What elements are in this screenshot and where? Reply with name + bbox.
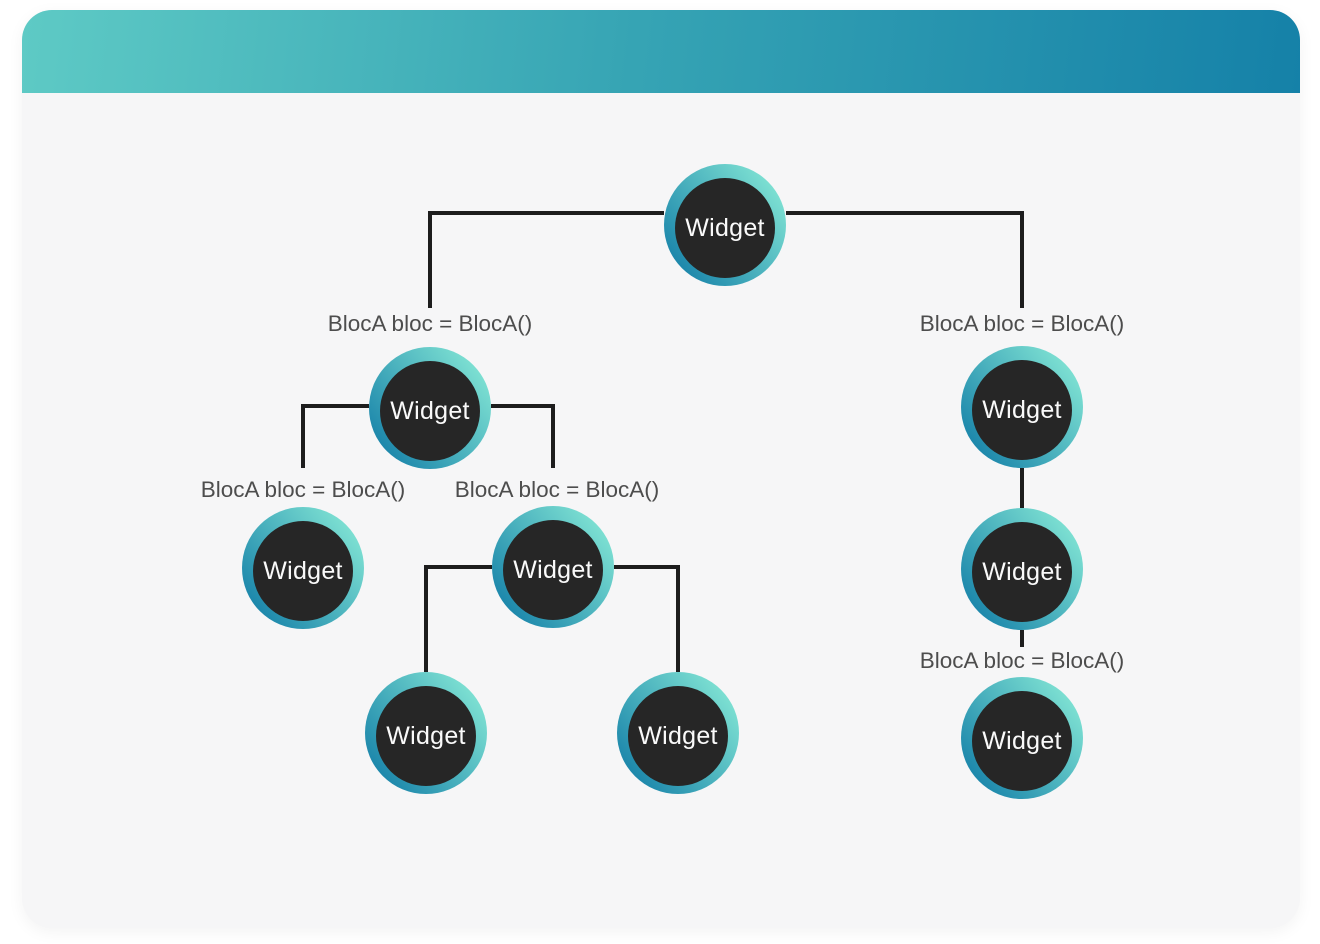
widget-node-label: Widget	[390, 396, 470, 425]
widget-node-right-child: Widget	[961, 508, 1083, 630]
widget-node-left-right-child2: Widget	[617, 672, 739, 794]
connector-left-to-leftright	[491, 404, 555, 468]
widget-node-label: Widget	[982, 726, 1062, 755]
widget-node-circle: Widget	[972, 522, 1072, 622]
widget-node-label: Widget	[513, 555, 593, 584]
widget-node-left-right: Widget	[492, 506, 614, 628]
connector-rightchild-to-grandchild	[1020, 630, 1024, 647]
widget-node-label: Widget	[982, 395, 1062, 424]
widget-node-circle: Widget	[628, 686, 728, 786]
connector-left-to-leftleft	[301, 404, 369, 468]
widget-node-root: Widget	[664, 164, 786, 286]
widget-node-right-grandchild: Widget	[961, 677, 1083, 799]
connector-leftright-to-child2	[614, 565, 680, 672]
widget-node-label: Widget	[386, 721, 466, 750]
widget-node-right: Widget	[961, 346, 1083, 468]
widget-node-label: Widget	[982, 557, 1062, 586]
widget-tree-diagram: BlocA bloc = BlocA() BlocA bloc = BlocA(…	[22, 10, 1300, 928]
widget-node-label: Widget	[263, 556, 343, 585]
widget-node-label: Widget	[685, 213, 765, 242]
bloc-provider-label: BlocA bloc = BlocA()	[327, 311, 533, 336]
widget-node-left-left: Widget	[242, 507, 364, 629]
bloc-provider-label: BlocA bloc = BlocA()	[454, 477, 660, 502]
widget-node-left-right-child1: Widget	[365, 672, 487, 794]
widget-node-circle: Widget	[503, 520, 603, 620]
bloc-provider-label: BlocA bloc = BlocA()	[919, 311, 1125, 336]
connector-root-to-left	[428, 211, 664, 308]
widget-node-circle: Widget	[380, 361, 480, 461]
connector-leftright-to-child1	[424, 565, 492, 672]
widget-node-label: Widget	[638, 721, 718, 750]
bloc-provider-label: BlocA bloc = BlocA()	[200, 477, 406, 502]
app-window: BlocA bloc = BlocA() BlocA bloc = BlocA(…	[22, 10, 1300, 928]
widget-node-left: Widget	[369, 347, 491, 469]
connector-right-to-child	[1020, 468, 1024, 508]
widget-node-circle: Widget	[376, 686, 476, 786]
widget-node-circle: Widget	[972, 360, 1072, 460]
widget-node-circle: Widget	[972, 691, 1072, 791]
widget-node-circle: Widget	[253, 521, 353, 621]
window-titlebar	[22, 10, 1300, 93]
bloc-provider-label: BlocA bloc = BlocA()	[919, 648, 1125, 673]
widget-node-circle: Widget	[675, 178, 775, 278]
connector-root-to-right	[786, 211, 1024, 308]
